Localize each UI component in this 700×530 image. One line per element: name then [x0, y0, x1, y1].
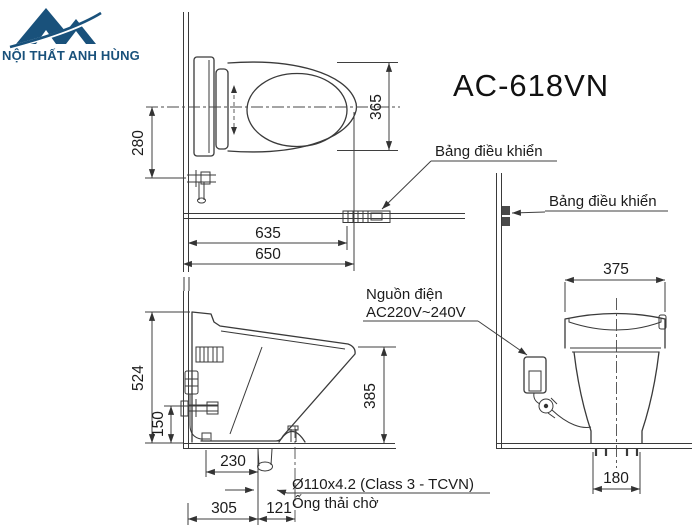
seat-opening [246, 72, 348, 148]
dim-base-length: 305 [211, 500, 237, 517]
dim-base-width: 180 [603, 470, 629, 487]
label-control-panel-right: Bảng điều khiển [549, 193, 657, 210]
front-view [496, 173, 692, 468]
brand-name: NỘI THẤT ANH HÙNG [2, 48, 140, 63]
seat-seam [220, 330, 346, 350]
dim-inlet-height: 150 [150, 411, 167, 437]
power-outlet [523, 356, 592, 428]
drain-stub-pipe [257, 448, 273, 472]
dim-height-total: 524 [130, 365, 147, 391]
label-power-line2: AC220V~240V [366, 304, 466, 321]
fixing-bolt [201, 432, 212, 442]
vent-grille [195, 346, 224, 363]
control-panel-wall [502, 206, 510, 226]
label-power-line1: Nguồn điện [366, 286, 443, 303]
tank-plan [193, 56, 215, 157]
top-view [146, 12, 465, 291]
water-inlet-side [180, 399, 219, 417]
anchor-bolts [594, 448, 639, 456]
hinge-plan [215, 68, 229, 150]
dim-tank-width: 375 [603, 261, 629, 278]
stop-valve [184, 370, 210, 440]
tank-front [564, 312, 666, 349]
dim-length-total: 650 [255, 246, 281, 263]
toilet-profile [191, 311, 356, 443]
dim-seat-depth: 365 [368, 94, 385, 120]
brand-logo: NỘI THẤT ANH HÙNG [2, 8, 140, 63]
label-drain-stub: Ống thải chờ [292, 494, 379, 512]
dim-drain-to-base: 121 [266, 500, 292, 517]
pedestal-left [573, 351, 592, 444]
side-button [658, 314, 667, 330]
brand-logo-icon [8, 8, 104, 49]
callouts: Bảng điều khiển Bảng điều khiển Nguồn đi… [276, 143, 668, 512]
side-view [180, 291, 396, 524]
water-inlet-plan [187, 170, 216, 204]
bolt-arrow-down [231, 127, 237, 135]
dim-bowl-height: 385 [362, 383, 379, 409]
dim-length-inner: 635 [255, 225, 281, 242]
dim-hinge-offset: 280 [130, 130, 147, 156]
label-drain-spec: Ø110x4.2 (Class 3 - TCVN) [292, 476, 474, 493]
dim-drain-setback: 230 [220, 453, 246, 470]
dimensions: 365 280 635 650 375 524 150 385 230 [130, 62, 666, 525]
pedestal-right [641, 351, 660, 444]
control-panel-plan [342, 210, 391, 223]
drain-arch [278, 425, 306, 443]
bolt-arrow-up [231, 85, 237, 93]
bowl-seam [229, 346, 263, 435]
model-title: AC-618VN [453, 68, 609, 103]
lid-seam [568, 318, 662, 331]
label-control-panel-top: Bảng điều khiển [435, 143, 543, 160]
